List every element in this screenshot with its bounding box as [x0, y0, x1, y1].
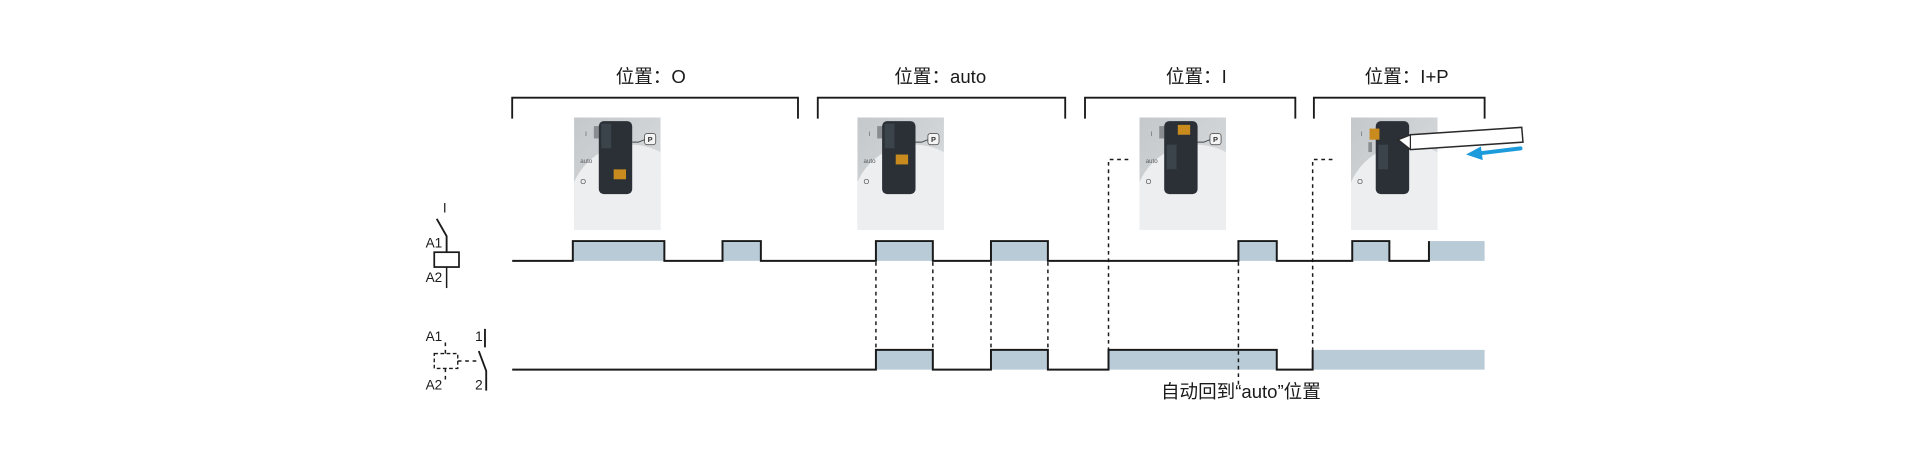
photo-label-on: I	[1361, 131, 1363, 138]
manual-lock-line	[1311, 158, 1333, 350]
contact-waveform	[512, 348, 1314, 371]
indicator-window	[593, 126, 599, 139]
lock-box	[1209, 133, 1222, 146]
contact-terminal-2: 2	[475, 377, 483, 392]
coil-pulse	[722, 241, 761, 261]
push-arrow-head	[1466, 146, 1483, 161]
orange-indicator	[613, 169, 627, 180]
return-to-auto-note: 自动回到“auto”位置	[1161, 381, 1321, 402]
coil-pulse	[1352, 241, 1390, 261]
position-label-off: 位置：O	[616, 66, 686, 87]
indicator-window	[1159, 126, 1165, 139]
photo-label-auto: auto	[1146, 158, 1159, 165]
switch-photo-auto: I auto O P	[857, 117, 944, 230]
photo-label-lock: P	[1213, 135, 1218, 144]
contact-coil-box	[433, 352, 459, 370]
coil-symbol: I A1 A2	[426, 201, 460, 289]
photo-label-on: I	[585, 131, 587, 138]
photo-label-off: O	[1146, 177, 1152, 186]
photo-label-on: I	[1151, 131, 1153, 138]
coil-box	[433, 251, 460, 268]
photo-label-off: O	[580, 177, 586, 186]
indicator-window	[1368, 142, 1373, 153]
coil-pulse	[1428, 241, 1485, 261]
coil-pulse	[990, 241, 1048, 261]
position-label-auto: 位置：auto	[894, 66, 986, 87]
photo-label-auto: auto	[580, 158, 593, 165]
bracket-on-locked	[1312, 96, 1486, 119]
contact-pulse	[875, 349, 933, 370]
contact-switch-arm	[477, 328, 488, 391]
orange-indicator	[1177, 124, 1191, 135]
contact-pulse	[1312, 349, 1485, 370]
contact-terminal-1: 1	[475, 329, 483, 344]
coil-pulse	[572, 241, 665, 261]
photo-label-lock: P	[648, 135, 653, 144]
bracket-on	[1084, 96, 1297, 119]
lock-leader-line	[632, 139, 645, 143]
orange-indicator	[895, 154, 909, 165]
position-label-on-locked: 位置：I+P	[1365, 66, 1449, 87]
photo-label-off: O	[1357, 177, 1363, 186]
screwdriver-icon	[1396, 126, 1524, 151]
coil-switch-arm	[435, 218, 448, 253]
switch-highlight	[1378, 144, 1389, 170]
contact-pulse	[1108, 349, 1277, 370]
manual-on-line	[1107, 158, 1129, 350]
indicator-window	[877, 126, 883, 139]
bracket-off	[511, 96, 799, 119]
coil-terminal-a2: A2	[426, 270, 443, 285]
photo-label-lock: P	[931, 135, 936, 144]
coil-terminal-a1: A1	[426, 235, 443, 250]
switch-photo-off: I auto O P	[574, 117, 661, 230]
coil-state-label: I	[443, 201, 447, 216]
lock-leader-line	[915, 139, 929, 143]
contact-terminal-a2: A2	[426, 377, 443, 392]
lock-leader-line	[1197, 139, 1211, 143]
photo-label-auto: auto	[864, 158, 877, 165]
lock-box	[927, 133, 940, 146]
rotary-switch	[1164, 121, 1198, 195]
lock-box	[644, 133, 657, 146]
coil-waveform	[512, 240, 1430, 262]
coil-pulse	[875, 241, 933, 261]
orange-indicator	[1369, 128, 1380, 140]
bracket-auto	[816, 96, 1067, 119]
switch-highlight	[1166, 144, 1177, 170]
photo-label-off: O	[864, 177, 870, 186]
switch-photo-on: I auto O P	[1139, 117, 1227, 230]
contact-terminal-a1: A1	[426, 329, 443, 344]
photo-label-on: I	[869, 131, 871, 138]
switch-highlight	[601, 123, 612, 149]
coil-pulse	[1238, 241, 1277, 261]
switch-highlight	[884, 123, 895, 149]
contact-pulse	[990, 349, 1048, 370]
contact-symbol: A1 1 A2 2	[426, 328, 488, 392]
position-label-on: 位置：I	[1166, 66, 1227, 87]
push-arrow-icon	[1477, 146, 1523, 156]
